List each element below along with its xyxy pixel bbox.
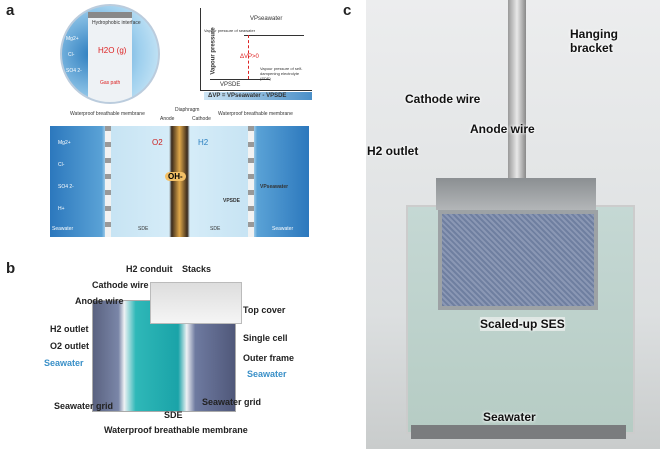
- seawater-label: Seawater: [272, 226, 294, 232]
- label-single-cell: Single cell: [243, 333, 288, 343]
- diaphragm-label: Diaphragm: [175, 107, 200, 113]
- label-sde: SDE: [164, 410, 183, 420]
- label-seawater-in: Seawater: [44, 358, 84, 368]
- zoom-circle: Hydrophobic interface H2O (g) Gas path M…: [60, 4, 160, 104]
- note: Vapour pressure of seawater: [204, 28, 256, 33]
- sde-label: SDE: [210, 226, 221, 232]
- delta-vp-label: ΔVP>0: [240, 54, 259, 60]
- label-stacks: Stacks: [182, 264, 212, 274]
- ion-label: SO4 2-: [58, 184, 74, 190]
- label-hanging-bracket: Hanging bracket: [570, 27, 618, 55]
- top-cover-shape: [150, 282, 242, 324]
- label-anode-wire: Anode wire: [75, 296, 124, 306]
- vapour-pressure-graph: Vapour pressure VPseawater Vapour pressu…: [200, 8, 312, 100]
- label-top-cover: Top cover: [243, 305, 286, 315]
- electrolyser-cross-section: O2 H2 OH- SDE SDE Seawater Seawater VPse…: [50, 126, 309, 237]
- note: Vapour pressure of self-dampening electr…: [260, 66, 303, 81]
- label-seawater-out: Seawater: [247, 369, 287, 379]
- ion-label: H+: [58, 206, 65, 212]
- vp-seawater-label: VPseawater: [250, 16, 283, 22]
- equation: ΔVP = VPseawater - VPSDE: [204, 92, 312, 100]
- ion-label: Mg2+: [66, 36, 79, 42]
- label-seawater: Seawater: [483, 410, 536, 424]
- label-cathode-wire: Cathode wire: [405, 92, 481, 106]
- device-photo: [366, 0, 660, 449]
- label-outer-frame: Outer frame: [243, 353, 295, 363]
- y-axis-label: Vapour pressure: [210, 27, 217, 75]
- seawater-label: Seawater: [52, 226, 74, 232]
- label-scaled-up-ses: Scaled-up SES: [480, 317, 565, 331]
- membrane-label: Waterproof breathable membrane: [70, 111, 145, 117]
- h2-label: H2: [198, 138, 209, 147]
- label-h2-conduit: H2 conduit: [126, 264, 173, 274]
- cathode-label: Cathode: [192, 116, 211, 122]
- panel-label-b: b: [6, 260, 16, 277]
- oh-label: OH-: [165, 172, 186, 181]
- label-seawater-grid: Seawater grid: [202, 397, 262, 407]
- label-cathode-wire: Cathode wire: [92, 280, 149, 290]
- panel-label-a: a: [6, 2, 15, 19]
- ion-label: Mg2+: [58, 140, 71, 146]
- vp-sde-label: VPSDE: [223, 198, 240, 204]
- gas-path-label: Gas path: [100, 80, 121, 86]
- ion-label: SO4 2-: [66, 68, 82, 74]
- vapor-label: H2O (g): [98, 46, 127, 55]
- label-anode-wire: Anode wire: [470, 122, 535, 136]
- ion-label: Cl-: [68, 52, 75, 58]
- sde-label: SDE: [138, 226, 149, 232]
- label-seawater-grid: Seawater grid: [54, 401, 114, 411]
- panel-label-c: c: [343, 2, 352, 19]
- label-h2-outlet: H2 outlet: [50, 324, 89, 334]
- label-membrane: Waterproof breathable membrane: [104, 425, 248, 435]
- vp-seawater-label: VPseawater: [260, 184, 289, 190]
- interface-label: Hydrophobic interface: [92, 20, 141, 26]
- vp-sde-label: VPSDE: [220, 82, 241, 88]
- label-h2-outlet: H2 outlet: [367, 144, 419, 158]
- o2-label: O2: [152, 138, 163, 147]
- ion-label: Cl-: [58, 162, 65, 168]
- label-o2-outlet: O2 outlet: [50, 341, 90, 351]
- anode-label: Anode: [160, 116, 175, 122]
- membrane-label: Waterproof breathable membrane: [218, 111, 293, 117]
